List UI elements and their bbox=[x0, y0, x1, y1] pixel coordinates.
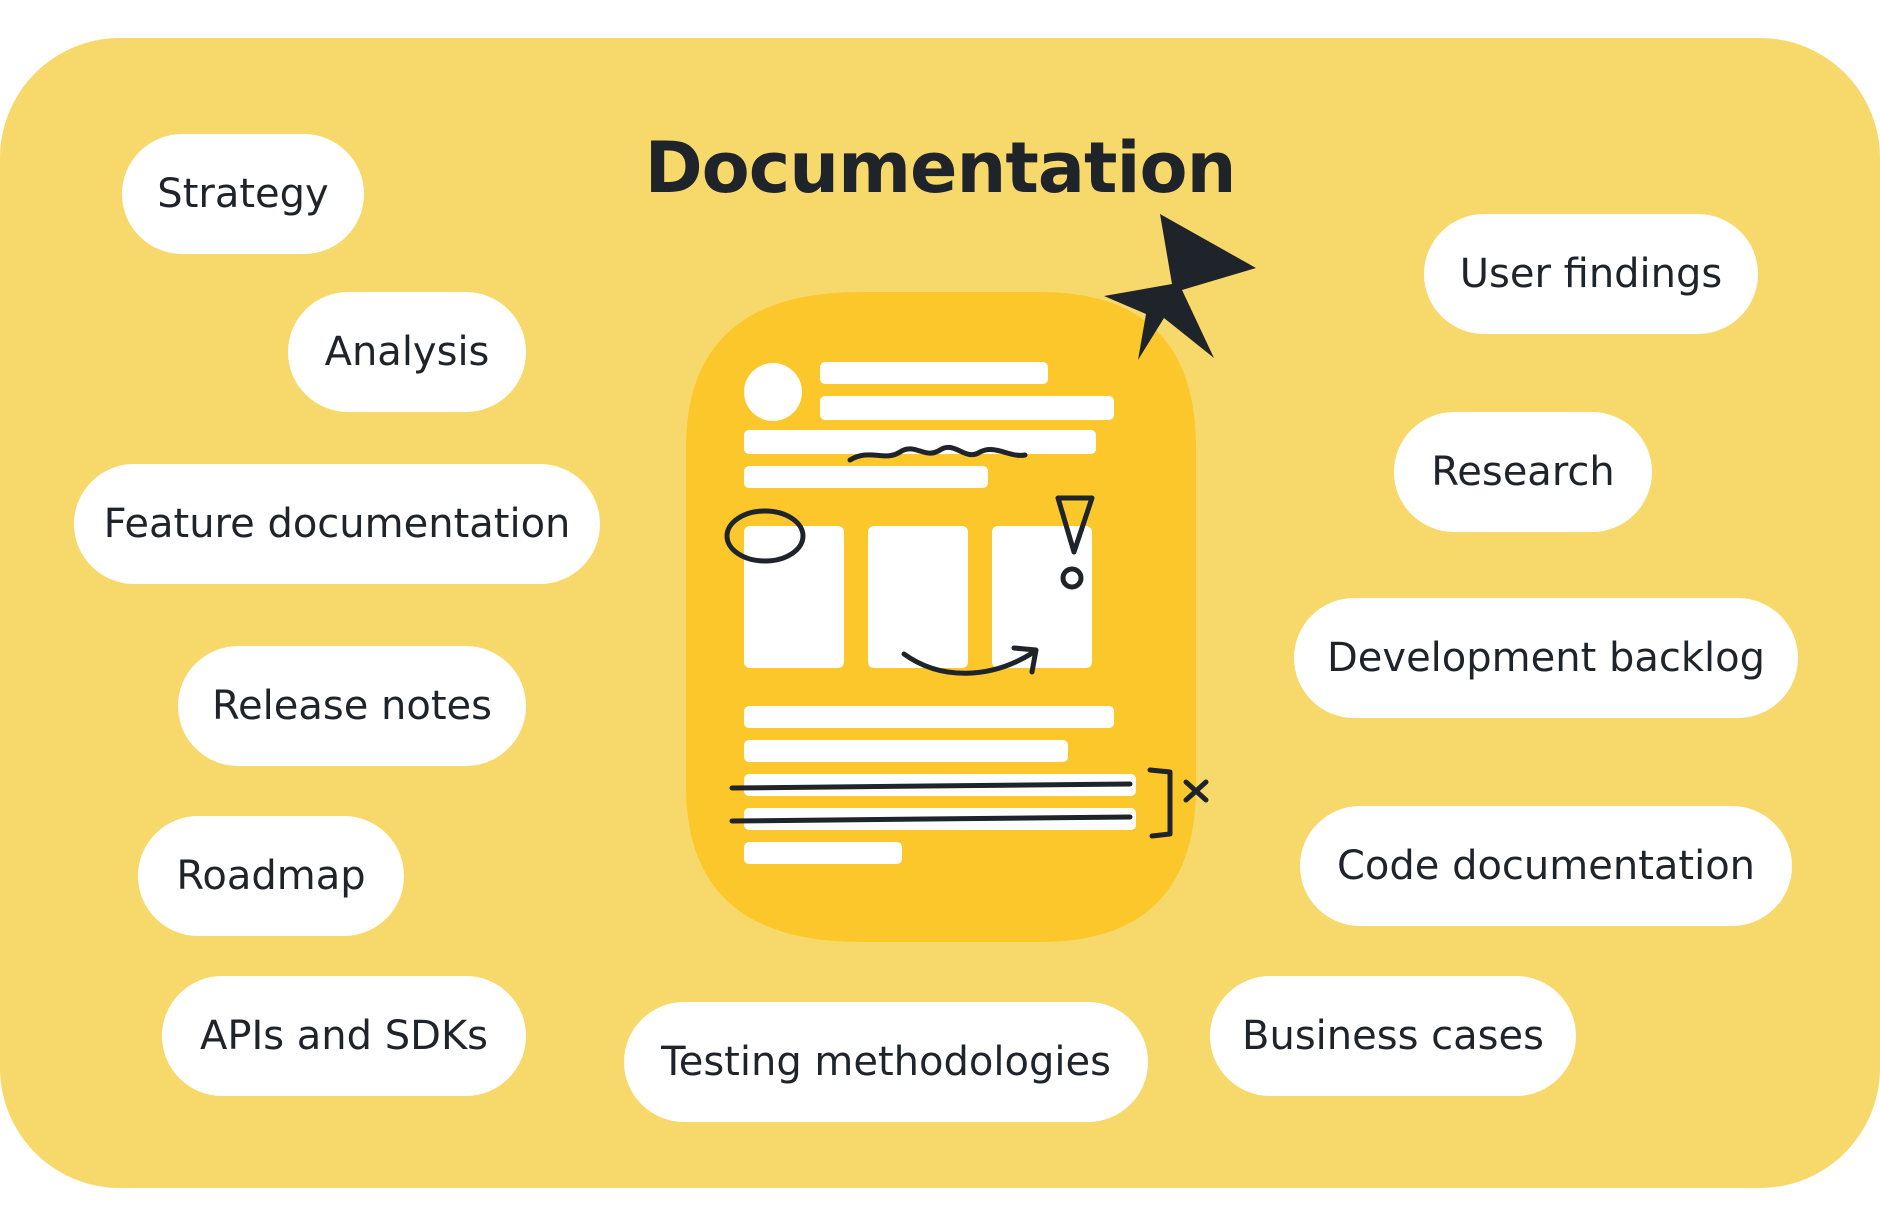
pill-feature-documentation[interactable]: Feature documentation bbox=[74, 464, 600, 584]
pill-strategy[interactable]: Strategy bbox=[122, 134, 364, 254]
squiggle-mark bbox=[847, 445, 1028, 463]
pill-roadmap[interactable]: Roadmap bbox=[138, 816, 404, 936]
pill-user-findings[interactable]: User findings bbox=[1424, 214, 1758, 334]
card-placeholder bbox=[744, 526, 844, 668]
avatar-placeholder bbox=[744, 363, 802, 421]
header-line bbox=[820, 362, 1048, 384]
text-line bbox=[744, 706, 1114, 728]
card-placeholder bbox=[868, 526, 968, 668]
card-placeholder bbox=[992, 526, 1092, 668]
document-icon bbox=[686, 214, 1256, 942]
pill-business-cases[interactable]: Business cases bbox=[1210, 976, 1576, 1096]
bracket-mark bbox=[1147, 767, 1173, 839]
strike-line bbox=[729, 814, 1133, 824]
text-line bbox=[744, 466, 988, 488]
pill-analysis[interactable]: Analysis bbox=[288, 292, 526, 412]
pill-code-documentation[interactable]: Code documentation bbox=[1300, 806, 1792, 926]
curved-arrow-icon bbox=[901, 645, 1039, 676]
strike-line bbox=[729, 781, 1133, 791]
pill-release-notes[interactable]: Release notes bbox=[178, 646, 526, 766]
text-line bbox=[744, 842, 902, 864]
pill-testing-methodologies[interactable]: Testing methodologies bbox=[624, 1002, 1148, 1122]
text-line bbox=[744, 740, 1068, 762]
text-line bbox=[744, 430, 1096, 454]
page-title: Documentation bbox=[644, 127, 1237, 209]
pill-development-backlog[interactable]: Development backlog bbox=[1294, 598, 1798, 718]
close-icon bbox=[1183, 779, 1209, 803]
ellipse-annotation bbox=[724, 508, 806, 564]
header-line bbox=[820, 396, 1114, 420]
pill-apis-and-sdks[interactable]: APIs and SDKs bbox=[162, 976, 526, 1096]
pill-research[interactable]: Research bbox=[1394, 412, 1652, 532]
star-icon bbox=[1104, 214, 1256, 360]
exclamation-icon bbox=[1055, 495, 1095, 590]
